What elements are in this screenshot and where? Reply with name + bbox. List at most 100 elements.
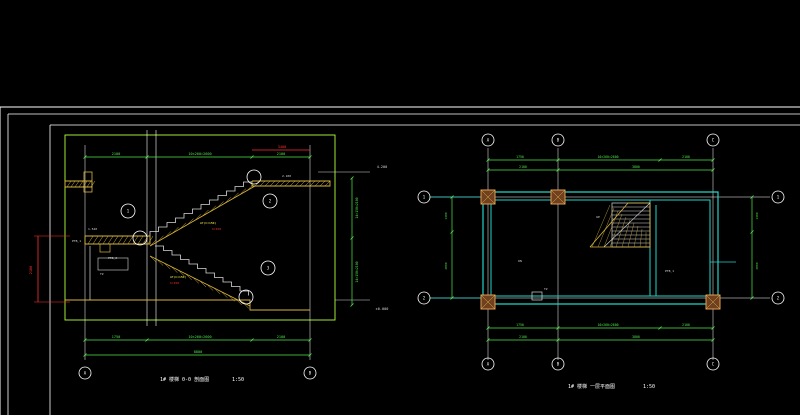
- plan-right-axis-1-circle: [771, 190, 785, 204]
- plan-left-axis-1-circle: [417, 190, 431, 204]
- line-12: [294, 180, 301, 187]
- section-ground-slab: [65, 299, 310, 311]
- section-scale: 1:50: [232, 377, 244, 383]
- line-67: [350, 176, 354, 180]
- plan-wall-outer: [482, 191, 719, 305]
- line-88: [480, 294, 496, 310]
- line-37: [232, 192, 239, 200]
- line-55: [164, 262, 171, 270]
- section-dim-top-3: 2100: [277, 152, 285, 156]
- line-49: [132, 235, 139, 245]
- plan-dim-right-1: 1300: [755, 212, 759, 219]
- plan-label-ptb1: PTB_1: [665, 269, 674, 273]
- line-120: [711, 326, 715, 330]
- line-121: [486, 338, 490, 342]
- line-61: [206, 284, 214, 291]
- line-16: [314, 180, 321, 187]
- section-label-ptb2: PTB_2: [108, 256, 117, 260]
- line-3: [308, 155, 312, 159]
- section-label-tz: TZ: [100, 272, 104, 276]
- line-56: [171, 266, 178, 273]
- plan-dim-bottom-2a: 2100: [519, 335, 527, 339]
- section-elev-bottom: ±0.000: [376, 307, 389, 311]
- line-1: [145, 155, 149, 159]
- section-label-2100: 2.100: [282, 174, 291, 178]
- plan-dim-left-2: 2800: [444, 262, 448, 269]
- line-102: [597, 207, 615, 248]
- section-dim-bottom-c: 2100: [277, 335, 285, 339]
- line-72: [250, 338, 254, 342]
- line-27: [157, 235, 164, 242]
- section-axis-bubble-left-label: A: [84, 371, 87, 376]
- plan-title: 1# 楼梯 一层平面图: [568, 383, 615, 390]
- line-105: [615, 216, 627, 248]
- line-111: [450, 195, 454, 199]
- section-dim-right-2: 14×150=2100: [355, 261, 359, 282]
- line-11: [289, 180, 296, 187]
- plan-left-axis-1-label: 1: [423, 195, 426, 200]
- line-40: [87, 235, 94, 245]
- line-104: [609, 213, 623, 248]
- plan-dim-top-2a: 2100: [519, 165, 527, 169]
- plan-label-up: UP: [596, 215, 600, 219]
- line-84: [480, 189, 496, 205]
- section-note-1: AT(h=150): [200, 221, 216, 225]
- plan-right-axis-2-label: 2: [777, 296, 780, 301]
- line-109: [639, 228, 643, 248]
- line-39: [247, 184, 254, 191]
- line-43: [102, 235, 109, 245]
- plan-dim-bottom-1b: 10×260=2600: [597, 323, 618, 327]
- line-106: [621, 219, 631, 248]
- plan-dim-bottom-1c: 2100: [682, 323, 690, 327]
- line-47: [122, 235, 129, 245]
- line-42: [97, 235, 104, 245]
- line-82: [711, 168, 715, 172]
- line-114: [750, 195, 754, 199]
- plan-dim-bottom-1a: 1750: [516, 323, 524, 327]
- line-62: [214, 287, 221, 295]
- line-19: [66, 180, 72, 188]
- plan-dim-bottom-2b: 3800: [632, 335, 640, 339]
- section-axis-bubble-left-circle: [78, 366, 92, 380]
- line-53: [149, 255, 157, 263]
- section-dim-bottom-a: 1750: [112, 335, 120, 339]
- section-upper-slab: [251, 180, 331, 187]
- section-detail-2-label: 2: [269, 199, 272, 204]
- section-label-ptb1: PTB_1: [72, 239, 81, 243]
- plan-dim-right-2: 2800: [755, 262, 759, 269]
- line-17: [319, 180, 326, 187]
- plan-left-axis-2-circle: [417, 291, 431, 305]
- section-mid-landing: [84, 235, 151, 245]
- plan-bottom-axis-a-circle: [481, 357, 495, 371]
- line-86: [550, 189, 566, 205]
- line-59: [192, 277, 200, 284]
- line-80: [486, 168, 490, 172]
- line-107: [627, 222, 635, 248]
- line-28: [164, 231, 172, 238]
- line-108: [633, 225, 639, 248]
- section-elev-top: 4.200: [377, 165, 388, 169]
- plan-stair-break-line: [603, 202, 651, 248]
- drawing-geometry: [0, 106, 800, 415]
- section-left-beam: [83, 171, 93, 193]
- section-lower-box: [97, 257, 129, 271]
- line-5: [259, 180, 266, 187]
- section-landing-beam: [99, 243, 111, 253]
- line-70: [83, 338, 87, 342]
- line-14: [304, 180, 311, 187]
- plan-bottom-axis-b-label: B: [557, 362, 560, 367]
- line-8: [274, 180, 281, 187]
- section-red-note-2: h=150: [170, 281, 179, 285]
- plan-label-dn: DN: [518, 259, 522, 263]
- line-7: [269, 180, 276, 187]
- line-13: [299, 180, 306, 187]
- line-75: [308, 353, 312, 357]
- section-detail-3-label: 3: [267, 266, 270, 271]
- line-60: [199, 280, 207, 288]
- plan-dim-top-2b: 3800: [632, 165, 640, 169]
- line-22: [78, 180, 84, 188]
- section-dim-right-1: 14×150=2100: [355, 197, 359, 218]
- line-21: [74, 180, 80, 188]
